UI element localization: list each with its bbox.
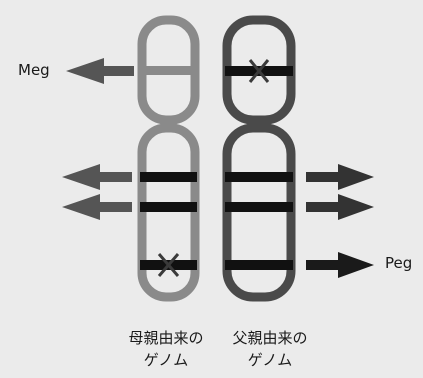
maternal-silenced-mark-icon: [157, 253, 180, 277]
left-arrow-lower-icon: [62, 194, 132, 220]
paternal-genome-caption: 父親由来の ゲノム: [216, 327, 324, 371]
maternal-genome-caption: 母親由来の ゲノム: [112, 327, 220, 371]
paternal-band-2: [225, 202, 293, 212]
right-arrow-upper-icon: [306, 164, 374, 190]
meg-arrow-icon: [66, 58, 134, 84]
maternal-band-2: [140, 202, 197, 212]
paternal-band-3: [225, 260, 293, 270]
maternal-band-1: [140, 172, 197, 182]
paternal-caption-line-2: ゲノム: [247, 351, 293, 369]
maternal-long-arm: [137, 123, 200, 302]
paternal-silenced-mark-icon: [248, 59, 270, 83]
paternal-caption-line-1: 父親由来の: [232, 329, 308, 347]
maternal-caption-line-1: 母親由来の: [128, 329, 204, 347]
paternal-band-1: [225, 172, 293, 182]
peg-arrow-icon: [306, 252, 374, 278]
left-arrow-upper-icon: [62, 164, 132, 190]
maternal-chromosome: [137, 15, 200, 302]
peg-label: Peg: [385, 254, 413, 272]
maternal-band-top: [140, 66, 197, 75]
paternal-chromosome: [222, 15, 296, 302]
maternal-caption-line-2: ゲノム: [143, 351, 189, 369]
right-arrow-lower-icon: [306, 194, 374, 220]
meg-label: Meg: [18, 61, 50, 79]
paternal-long-arm: [222, 123, 296, 302]
